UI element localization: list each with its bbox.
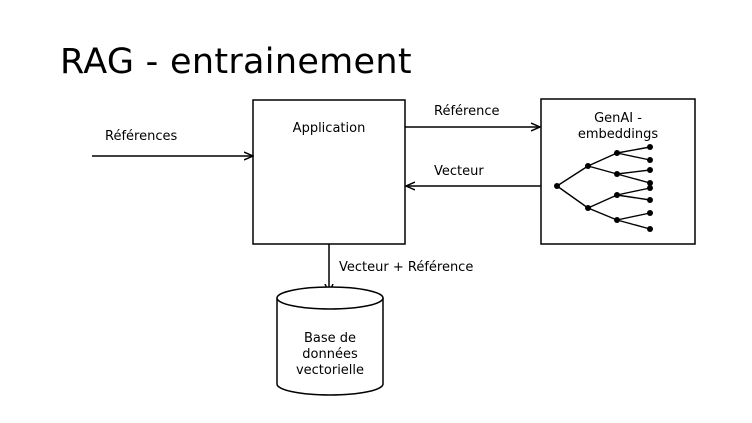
arrow-from-genai-label: Vecteur bbox=[434, 164, 484, 179]
arrow-to-db-label: Vecteur + Référence bbox=[339, 260, 474, 275]
genai-label-line2: embeddings bbox=[577, 127, 659, 142]
database-label-line3: vectorielle bbox=[295, 363, 365, 378]
arrow-to-genai-label: Référence bbox=[434, 104, 500, 119]
tree-icon bbox=[554, 144, 653, 232]
application-label: Application bbox=[292, 121, 366, 136]
input-arrow-label: Références bbox=[105, 129, 178, 144]
application-box bbox=[252, 99, 406, 245]
database-label-line2: données bbox=[302, 347, 358, 362]
database-label-line1: Base de bbox=[303, 331, 357, 346]
database-cylinder bbox=[276, 286, 384, 396]
page-title: RAG - entrainement bbox=[60, 42, 412, 82]
genai-label-line1: GenAI - bbox=[594, 111, 642, 126]
